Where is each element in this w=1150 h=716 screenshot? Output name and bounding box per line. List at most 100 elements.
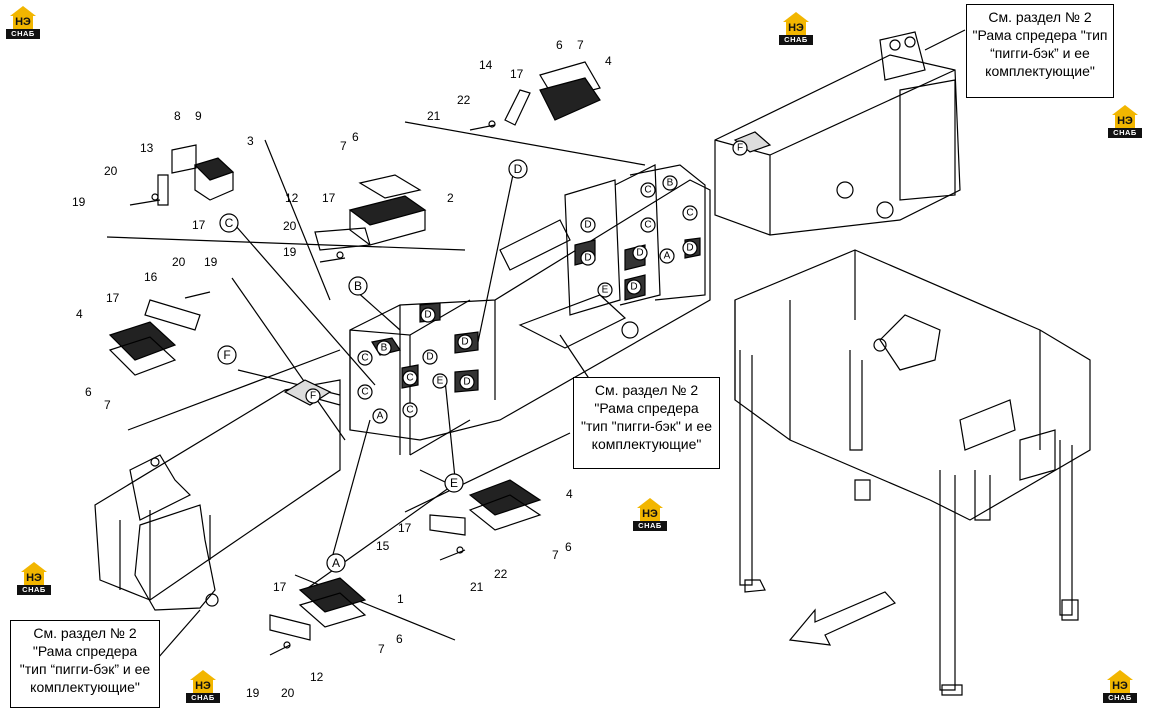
reference-line: См. раздел № 2 [988, 9, 1092, 25]
frame-letter-b: B [667, 178, 674, 189]
reference-line: “пигги-бэк” и ее [990, 45, 1090, 61]
reference-line: комплектующие" [30, 679, 140, 695]
part-15: 15 [376, 539, 390, 553]
part-17: 17 [398, 521, 412, 535]
frame-letter-e: E [602, 285, 609, 296]
frame-letter-d: D [584, 253, 591, 264]
reference-line: См. раздел № 2 [33, 625, 137, 641]
part-2: 2 [447, 191, 454, 205]
reference-line: "Рама спредера [594, 400, 699, 416]
part-19: 19 [204, 255, 218, 269]
frame-letter-e: E [437, 376, 444, 387]
part-12: 12 [310, 670, 324, 684]
part-22: 22 [457, 93, 471, 107]
frame-letter-a: A [377, 411, 384, 422]
letter-e: E [450, 476, 458, 490]
part-9: 9 [195, 109, 202, 123]
frame-letter-b: B [381, 343, 388, 354]
part-6: 6 [352, 130, 359, 144]
part-20: 20 [172, 255, 186, 269]
frame-letter-c: C [644, 185, 651, 196]
part-7: 7 [104, 398, 111, 412]
part-number-labels: 8 9 3 13 20 19 17 6 7 2 12 17 20 19 20 1… [72, 38, 612, 700]
part-1: 1 [397, 592, 404, 606]
frame-letter-f: F [310, 391, 316, 402]
part-7: 7 [577, 38, 584, 52]
part-12: 12 [285, 191, 299, 205]
part-7: 7 [552, 548, 559, 562]
frame-letter-d: D [463, 377, 470, 388]
part-17: 17 [192, 218, 206, 232]
reference-line: "Рама спредера [32, 643, 138, 659]
part-17: 17 [322, 191, 336, 205]
part-8: 8 [174, 109, 181, 123]
part-4: 4 [566, 487, 573, 501]
frame-letter-c: C [361, 387, 368, 398]
part-14: 14 [479, 58, 493, 72]
part-19: 19 [72, 195, 86, 209]
frame-letter-d: D [461, 337, 468, 348]
part-6: 6 [396, 632, 403, 646]
part-4: 4 [605, 54, 612, 68]
part-17: 17 [106, 291, 120, 305]
part-6: 6 [85, 385, 92, 399]
letter-d: D [514, 162, 523, 176]
part-13: 13 [140, 141, 154, 155]
part-6: 6 [565, 540, 572, 554]
frame-letter-d: D [636, 248, 643, 259]
part-17: 17 [510, 67, 524, 81]
reference-box-middle: См. раздел № 2 "Рама спредера "тип "пигг… [573, 377, 720, 469]
reference-line: комплектующие" [985, 63, 1095, 79]
section-letters: C B F D E A B C C A C C D D D D E F F B … [223, 143, 743, 571]
letter-c: C [225, 216, 234, 230]
frame-letter-d: D [424, 310, 431, 321]
part-4: 4 [76, 307, 83, 321]
frame-letter-d: D [584, 220, 591, 231]
reference-line: "тип “пигги-бэк” и ее [19, 661, 151, 677]
frame-letter-d: D [630, 282, 637, 293]
reference-line: "Рама спредера "тип [972, 27, 1108, 43]
section-markers [217, 140, 748, 573]
part-17: 17 [273, 580, 287, 594]
frame-letter-d: D [686, 243, 693, 254]
reference-line: комплектующие" [591, 436, 702, 452]
letter-a: A [332, 556, 340, 570]
frame-letter-c: C [406, 405, 413, 416]
part-7: 7 [340, 139, 347, 153]
reference-box-bottom-left: См. раздел № 2 "Рама спредера "тип “пигг… [10, 620, 160, 708]
frame-letter-c: C [406, 373, 413, 384]
frame-letter-a: A [664, 251, 671, 262]
part-21: 21 [427, 109, 441, 123]
letter-f: F [223, 348, 230, 362]
frame-letter-c: C [686, 208, 693, 219]
part-19: 19 [246, 686, 260, 700]
reference-line: См. раздел № 2 [594, 382, 699, 398]
part-20: 20 [104, 164, 118, 178]
part-21: 21 [470, 580, 484, 594]
part-16: 16 [144, 270, 158, 284]
drawing-lines [94, 29, 1091, 696]
frame-letter-c: C [644, 220, 651, 231]
frame-letter-c: C [361, 353, 368, 364]
reference-box-top-right: См. раздел № 2 "Рама спредера "тип “пигг… [966, 4, 1114, 98]
part-6: 6 [556, 38, 563, 52]
frame-letter-f: F [737, 143, 743, 154]
part-20: 20 [283, 219, 297, 233]
reference-line: "тип "пигги-бэк" и ее [580, 418, 712, 434]
part-20: 20 [281, 686, 295, 700]
frame-letter-d: D [426, 352, 433, 363]
part-22: 22 [494, 567, 508, 581]
part-19: 19 [283, 245, 297, 259]
letter-b: B [354, 279, 362, 293]
part-3: 3 [247, 134, 254, 148]
part-7: 7 [378, 642, 385, 656]
